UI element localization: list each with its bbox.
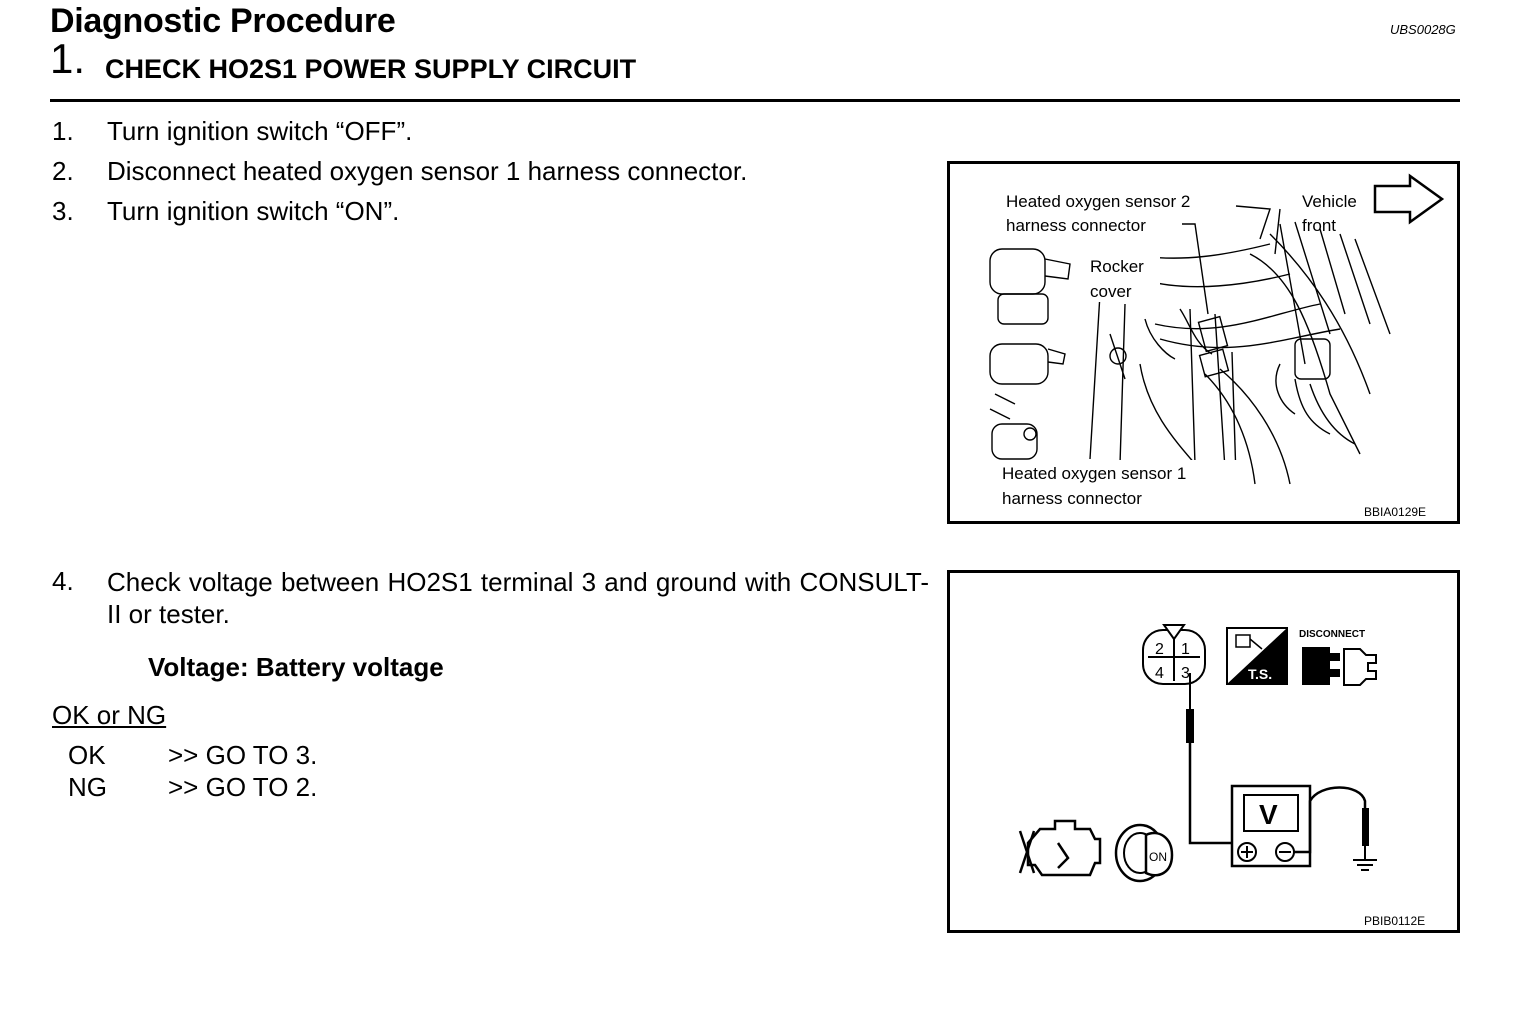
connector-face-icon — [1142, 624, 1206, 685]
result-ng-action: >> GO TO 2. — [168, 772, 318, 802]
label-ho2s1-line1: Heated oxygen sensor 1 — [1002, 464, 1186, 483]
instruction-text: Disconnect heated oxygen sensor 1 harnes… — [107, 156, 748, 186]
label-rocker-line2: cover — [1090, 282, 1132, 301]
instruction-item-3: 3. Turn ignition switch “ON”. — [0, 196, 940, 228]
ok-ng-heading: OK or NG — [52, 700, 167, 730]
header-rule — [50, 99, 1460, 102]
document-id: UBS0028G — [1390, 22, 1456, 37]
ts-label: T.S. — [1248, 666, 1272, 682]
terminal-4: 4 — [1155, 665, 1164, 682]
instruction-text: Turn ignition switch “OFF”. — [107, 116, 413, 146]
label-rocker-line1: Rocker — [1090, 257, 1144, 276]
disconnect-label: DISCONNECT — [1299, 629, 1365, 640]
result-ok-label: OK — [68, 740, 106, 770]
test-standard-icon: T.S. — [1226, 627, 1288, 685]
ground-icon — [1353, 846, 1377, 871]
instruction-number-4: 4. — [52, 566, 74, 596]
step-number: 1. — [50, 35, 86, 82]
label-background — [1088, 252, 1160, 302]
instruction-number: 1. — [52, 116, 74, 146]
label-vehicle-line2: front — [1302, 216, 1336, 235]
step-title: CHECK HO2S1 POWER SUPPLY CIRCUIT — [105, 54, 637, 84]
label-ho2s1-line2: harness connector — [1002, 489, 1142, 508]
key-label: ON — [1149, 850, 1167, 864]
instruction-item-1: 1. Turn ignition switch “OFF”. — [0, 116, 940, 148]
engine-icon — [1018, 819, 1102, 877]
result-ng-label: NG — [68, 772, 107, 802]
voltage-check-diagram: 2 1 4 3 T.S. DISCONNECT — [1018, 624, 1425, 928]
instruction-text-4: Check voltage between HO2S1 terminal 3 a… — [107, 567, 929, 629]
terminal-2: 2 — [1155, 641, 1164, 658]
terminal-1: 1 — [1181, 641, 1190, 658]
instruction-number: 2. — [52, 156, 74, 186]
engine-bay-illustration: Heated oxygen sensor 2 harness connector… — [989, 173, 1445, 519]
ground-probe — [1362, 808, 1369, 846]
result-ok-action: >> GO TO 3. — [168, 740, 318, 770]
instruction-number: 3. — [52, 196, 74, 226]
voltage-check-figure: 2 1 4 3 T.S. DISCONNECT — [947, 570, 1460, 933]
figure-code: BBIA0129E — [1364, 505, 1426, 519]
terminal-3: 3 — [1181, 665, 1190, 682]
meter-label: V — [1259, 799, 1278, 830]
page-title: Diagnostic Procedure — [50, 2, 396, 40]
positive-lead — [1188, 743, 1247, 845]
instruction-item-2: 2. Disconnect heated oxygen sensor 1 har… — [0, 156, 940, 188]
figure-code: PBIB0112E — [1364, 914, 1425, 928]
disconnect-icon — [1302, 647, 1377, 686]
negative-lead — [1294, 786, 1367, 854]
label-background — [1000, 460, 1240, 508]
ignition-key-icon — [1114, 823, 1174, 883]
specification: Voltage: Battery voltage — [148, 652, 444, 682]
label-ho2s2-line1: Heated oxygen sensor 2 — [1006, 192, 1190, 211]
probe-handle — [1186, 709, 1194, 743]
label-vehicle-line1: Vehicle — [1302, 192, 1357, 211]
label-ho2s2-line2: harness connector — [1006, 216, 1146, 235]
instruction-text: Turn ignition switch “ON”. — [107, 196, 400, 226]
connector-location-figure: Heated oxygen sensor 2 harness connector… — [947, 161, 1460, 524]
